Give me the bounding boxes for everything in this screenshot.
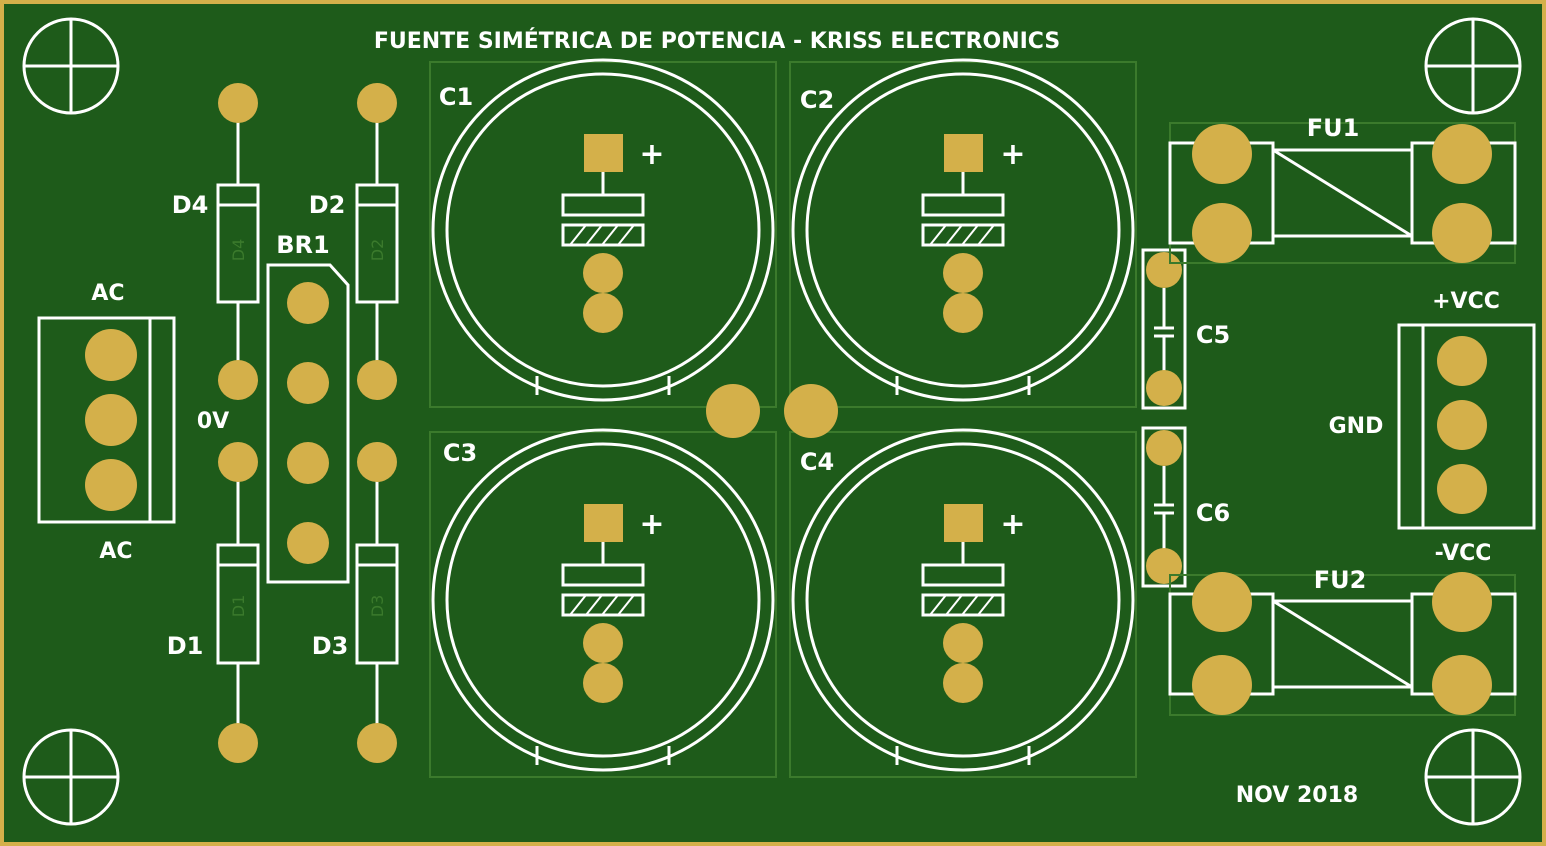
ac-bottom-label: AC bbox=[99, 539, 132, 564]
fuse-holder-fu1 bbox=[1168, 122, 1517, 264]
board-title: FUENTE SIMÉTRICA DE POTENCIA - KRISS ELE… bbox=[374, 28, 1060, 54]
output-terminal-block bbox=[1397, 323, 1536, 530]
capacitor-c1: + bbox=[429, 58, 777, 408]
d1-label: D1 bbox=[167, 632, 204, 660]
d3-label: D3 bbox=[312, 632, 349, 660]
d4-label: D4 bbox=[172, 191, 209, 219]
gnd-label: GND bbox=[1329, 414, 1384, 439]
c5-label: C5 bbox=[1196, 321, 1230, 349]
ground-pad-left bbox=[706, 384, 760, 438]
c4-label: C4 bbox=[800, 448, 834, 476]
d2-body-text: D2 bbox=[368, 239, 387, 262]
c1-label: C1 bbox=[439, 83, 473, 111]
c1-plus-sign: + bbox=[639, 137, 664, 172]
c3-label: C3 bbox=[443, 439, 477, 467]
mounting-hole-bottom-right bbox=[1424, 728, 1522, 826]
c6-label: C6 bbox=[1196, 499, 1230, 527]
pos-vcc-label: +VCC bbox=[1432, 289, 1500, 314]
diode-d1: D1 bbox=[216, 442, 260, 763]
c4-plus-sign: + bbox=[1000, 507, 1025, 542]
d1-body-text: D1 bbox=[229, 595, 248, 618]
ac-terminal-block bbox=[37, 316, 176, 524]
bridge-rectifier-br1 bbox=[266, 263, 350, 584]
br1-label: BR1 bbox=[276, 231, 329, 259]
fu1-label: FU1 bbox=[1307, 114, 1360, 142]
diode-d4: D4 bbox=[216, 83, 260, 400]
diode-d3: D3 bbox=[355, 442, 399, 763]
capacitor-c4: + bbox=[789, 428, 1137, 778]
d3-body-text: D3 bbox=[368, 595, 387, 618]
d2-label: D2 bbox=[309, 191, 346, 219]
c2-label: C2 bbox=[800, 86, 834, 114]
fu2-label: FU2 bbox=[1314, 566, 1367, 594]
fuse-holder-fu2 bbox=[1168, 572, 1517, 716]
diode-d2: D2 bbox=[355, 83, 399, 400]
ac-top-label: AC bbox=[91, 281, 124, 306]
c2-plus-sign: + bbox=[1000, 137, 1025, 172]
zero-v-label: 0V bbox=[197, 409, 229, 434]
capacitor-c3: + bbox=[429, 428, 777, 778]
mounting-hole-bottom-left bbox=[22, 728, 120, 826]
d4-body-text: D4 bbox=[229, 239, 248, 262]
capacitor-c6 bbox=[1141, 426, 1187, 588]
ground-pad-right bbox=[784, 384, 838, 438]
capacitor-c2: + bbox=[789, 58, 1137, 408]
mounting-hole-top-left bbox=[22, 17, 120, 115]
c3-plus-sign: + bbox=[639, 507, 664, 542]
neg-vcc-label: -VCC bbox=[1435, 541, 1492, 566]
capacitor-c5 bbox=[1141, 248, 1187, 410]
board-date: NOV 2018 bbox=[1236, 783, 1358, 808]
mounting-hole-top-right bbox=[1424, 17, 1522, 115]
